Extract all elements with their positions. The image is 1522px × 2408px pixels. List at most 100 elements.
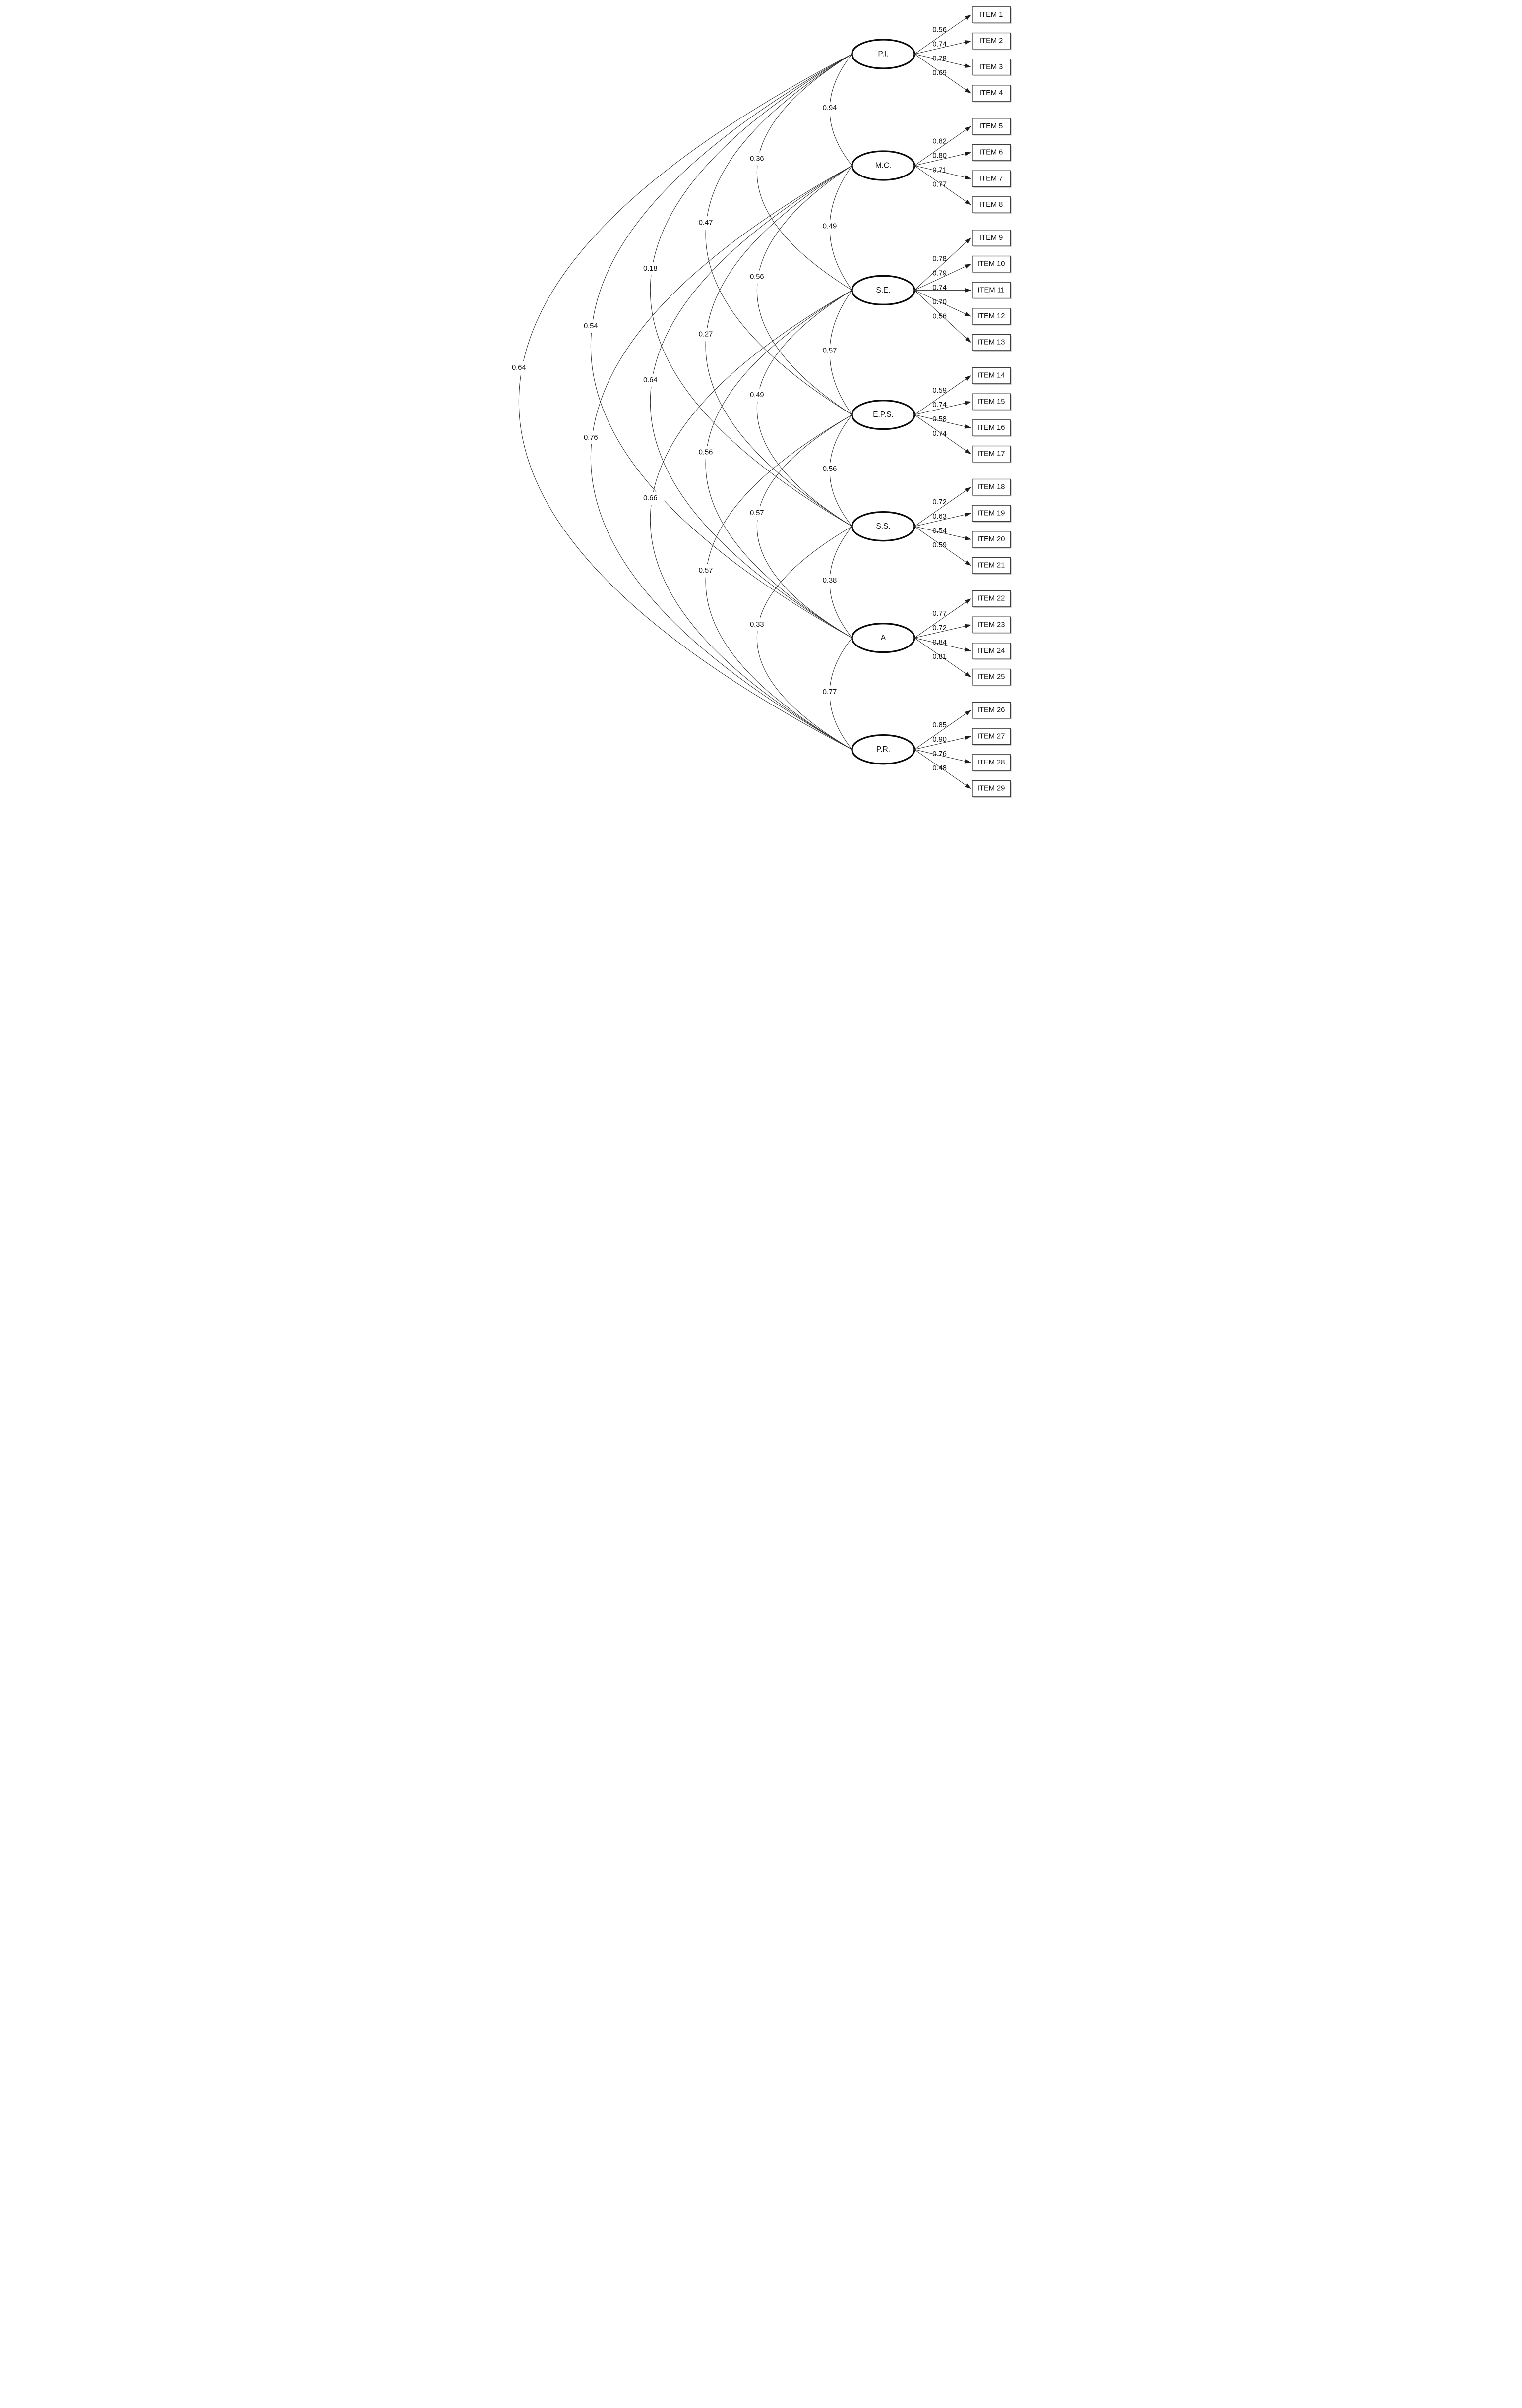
item-box [972, 59, 1011, 76]
loading-arrow [914, 375, 971, 415]
item-box [972, 478, 1011, 496]
item-label: ITEM 11 [978, 286, 1005, 294]
item-box [972, 557, 1011, 574]
item-label: ITEM 5 [979, 122, 1003, 130]
loading-arrow [914, 638, 971, 652]
item-label: ITEM 23 [977, 621, 1005, 629]
correlation-label-background [743, 388, 771, 402]
correlation-label-background [691, 216, 720, 230]
loading-arrow [914, 749, 971, 789]
item-label: ITEM 18 [977, 483, 1005, 491]
correlation-label: 0.36 [750, 155, 764, 163]
item-box [972, 170, 1011, 187]
loading-label: 0.56 [932, 26, 947, 34]
correlation-curve [591, 54, 852, 639]
item-box [972, 118, 1011, 135]
correlation-label: 0.18 [643, 265, 658, 273]
item-box [972, 85, 1011, 102]
item-label: ITEM 19 [977, 509, 1005, 517]
item-box [972, 419, 1011, 436]
item-label: ITEM 6 [979, 149, 1003, 157]
loading-label: 0.84 [932, 639, 947, 646]
item-label: ITEM 4 [979, 89, 1003, 97]
correlation-label-background [636, 491, 665, 505]
item-label: ITEM 29 [977, 785, 1005, 793]
loading-arrow [914, 512, 971, 527]
item-label: ITEM 8 [979, 201, 1003, 209]
loading-label: 0.77 [932, 180, 947, 188]
loading-label: 0.74 [932, 430, 947, 438]
correlation-label: 0.54 [584, 322, 598, 330]
correlation-label: 0.27 [699, 331, 713, 339]
item-box [972, 196, 1011, 213]
item-box [972, 144, 1011, 161]
loading-label: 0.74 [932, 284, 947, 292]
loading-label: 0.54 [932, 527, 947, 535]
item-label: ITEM 20 [977, 535, 1005, 543]
loading-label: 0.74 [932, 41, 947, 49]
loading-arrow [914, 126, 971, 166]
correlation-curve [705, 414, 852, 750]
loading-label: 0.72 [932, 624, 947, 632]
correlation-label: 0.56 [823, 465, 837, 473]
correlation-label: 0.64 [512, 364, 526, 372]
loading-label: 0.69 [932, 69, 947, 77]
item-box [972, 505, 1011, 522]
loading-label: 0.77 [932, 610, 947, 618]
correlation-label-background [577, 431, 605, 445]
correlation-label: 0.47 [699, 219, 713, 227]
correlation-curve [756, 165, 852, 415]
item-box [972, 780, 1011, 797]
item-label: ITEM 2 [979, 37, 1003, 45]
item-label: ITEM 21 [977, 562, 1005, 570]
correlation-label-background [815, 685, 844, 699]
item-box [972, 668, 1011, 686]
item-label: ITEM 27 [977, 732, 1005, 740]
correlation-curve [591, 165, 852, 750]
item-label: ITEM 7 [979, 175, 1003, 182]
loading-arrow [914, 40, 971, 55]
loading-label: 0.78 [932, 55, 947, 62]
loading-label: 0.76 [932, 750, 947, 758]
loading-label: 0.70 [932, 298, 947, 306]
correlation-label-background [691, 328, 720, 341]
loading-arrow [914, 290, 971, 343]
correlation-label: 0.77 [823, 688, 837, 696]
loading-arrow [914, 414, 971, 429]
loading-arrow [914, 264, 971, 291]
item-label: ITEM 25 [977, 673, 1005, 681]
item-box [972, 754, 1011, 771]
item-label: ITEM 13 [977, 339, 1005, 347]
correlation-curve [756, 526, 852, 750]
correlation-curve [650, 165, 852, 639]
factor-label: M.C. [875, 162, 891, 170]
loading-label: 0.48 [932, 764, 947, 772]
item-box [972, 255, 1011, 273]
loading-arrow [914, 414, 971, 455]
factor-ellipses: P.I.M.C.S.E.E.P.S.S.S.AP.R. [851, 39, 915, 765]
loading-arrow [914, 735, 971, 750]
factor-label: S.S. [876, 522, 891, 530]
loading-label: 0.78 [932, 255, 947, 263]
item-label: ITEM 14 [977, 372, 1005, 380]
correlation-label-background [507, 361, 533, 375]
item-box [972, 230, 1011, 246]
loading-arrow [914, 152, 971, 166]
item-box [972, 393, 1011, 411]
correlation-label: 0.66 [643, 494, 658, 502]
correlation-label-background [636, 262, 665, 276]
correlation-label: 0.76 [584, 434, 598, 442]
loading-label: 0.59 [932, 387, 947, 395]
correlation-curve [705, 165, 852, 527]
factor-label: A [881, 634, 886, 642]
correlation-curves [518, 54, 852, 750]
item-box [972, 32, 1011, 50]
correlation-label: 0.33 [750, 621, 764, 629]
loading-label: 0.80 [932, 152, 947, 160]
item-box [972, 616, 1011, 634]
loading-arrow [914, 638, 971, 678]
item-box [972, 728, 1011, 745]
loading-label: 0.58 [932, 415, 947, 423]
